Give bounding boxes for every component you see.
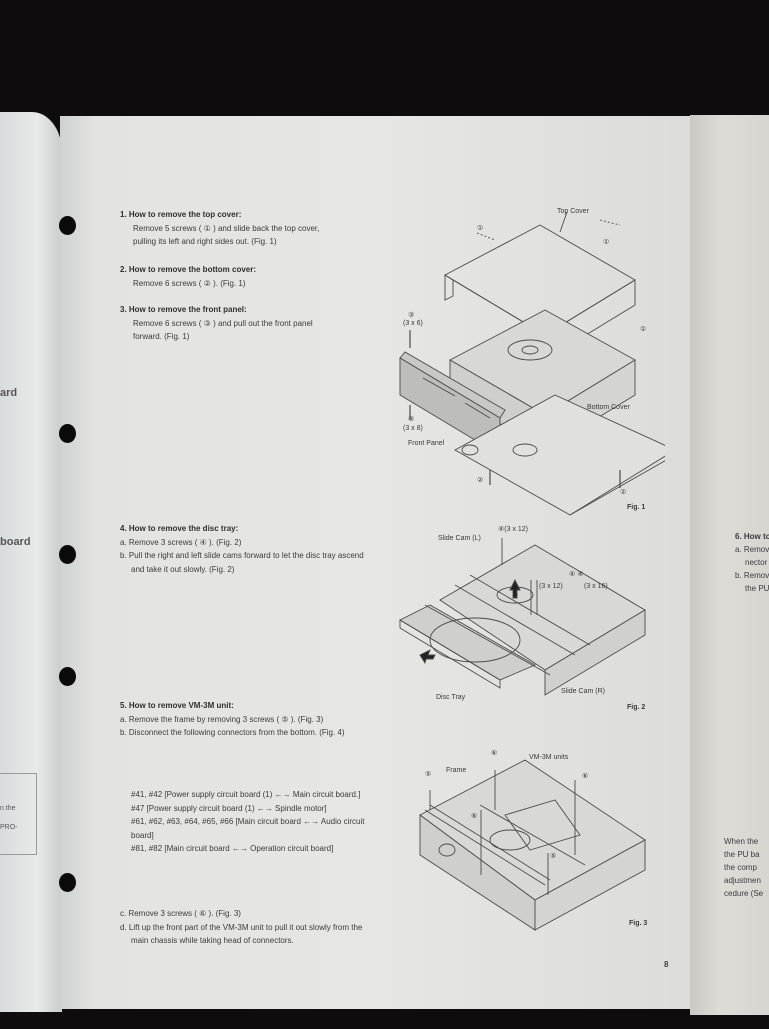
section-heading: 5. How to remove VM-3M unit: bbox=[120, 701, 234, 710]
label-top-cover: Top Cover bbox=[557, 208, 589, 215]
screw-label: ② bbox=[620, 489, 627, 496]
left-page-box-text: PRO- bbox=[0, 824, 18, 831]
section-text: forward. (Fig. 1) bbox=[133, 332, 190, 341]
section-disc-tray: 4. How to remove the disc tray: a. Remov… bbox=[120, 522, 370, 576]
screw-label: ④(3 x 12) bbox=[498, 526, 529, 533]
section-heading: 3. How to remove the front panel: bbox=[120, 305, 247, 314]
section-step: b. Disconnect the following connectors f… bbox=[120, 728, 345, 737]
section-text: Remove 6 screws ( ③ ) and pull out the f… bbox=[133, 318, 313, 328]
label-disc-tray: Disc Tray bbox=[436, 694, 466, 701]
right-note-line: When the bbox=[724, 837, 759, 846]
section-step: b. Pull the right and left slide cams fo… bbox=[120, 551, 364, 574]
section-text: pulling its left and right sides out. (F… bbox=[133, 237, 277, 246]
screw-label: ⑥ bbox=[471, 813, 478, 820]
screw-size-label: (3 x 16) bbox=[584, 583, 608, 590]
screw-label: ④ ④ bbox=[569, 571, 584, 578]
section-bottom-cover: 2. How to remove the bottom cover: Remov… bbox=[120, 263, 382, 290]
section-text: Remove 6 screws ( ② ). (Fig. 1) bbox=[133, 278, 246, 288]
section-top-cover: 1. How to remove the top cover: Remove 5… bbox=[120, 208, 382, 249]
binder-hole bbox=[59, 667, 76, 686]
figure-caption: Fig. 1 bbox=[627, 504, 646, 511]
screw-label: ① bbox=[640, 326, 647, 333]
label-front-panel: Front Panel bbox=[408, 440, 445, 447]
right-line: nector bbox=[745, 558, 768, 567]
section-heading: 2. How to remove the bottom cover: bbox=[120, 265, 257, 274]
label-frame: Frame bbox=[446, 767, 467, 774]
screw-size-label: (3 x 12) bbox=[539, 583, 563, 590]
right-page: 6. How to a. Remov nector b. Remov the P… bbox=[690, 115, 769, 1015]
left-page-box-text: n the bbox=[0, 805, 16, 812]
section-front-panel: 3. How to remove the front panel: Remove… bbox=[120, 303, 382, 344]
connector-list: #41, #42 [Power supply circuit board (1)… bbox=[131, 788, 369, 856]
right-section-heading: 6. How to bbox=[735, 532, 769, 541]
binder-hole bbox=[59, 216, 76, 235]
section-step: d. Lift up the front part of the VM-3M u… bbox=[120, 922, 363, 946]
figure-caption: Fig. 2 bbox=[627, 704, 646, 711]
right-line: the PU bbox=[745, 584, 769, 593]
figure-3: ⑤ Frame ⑥ VM-3M units ⑥ ⑥ ⑤ Fig. 3 bbox=[405, 745, 665, 940]
label-vm3m-units: VM-3M units bbox=[529, 754, 569, 761]
vm3m-unit-diagram-icon bbox=[419, 759, 646, 931]
binder-hole bbox=[59, 424, 76, 443]
label-slide-cam-r: Slide Cam (R) bbox=[561, 688, 605, 695]
connector-item: #41, #42 [Power supply circuit board (1)… bbox=[131, 790, 361, 799]
label-slide-cam-l: Slide Cam (L) bbox=[438, 535, 481, 542]
screw-label: ⑤ bbox=[550, 853, 557, 860]
label-bottom-cover: Bottom Cover bbox=[587, 404, 630, 411]
screw-label: ② bbox=[477, 477, 484, 484]
screw-label: ③ bbox=[408, 312, 415, 319]
left-page-fragment: board bbox=[0, 536, 31, 548]
left-page-box bbox=[0, 773, 37, 855]
section-text: Remove 5 screws ( ① ) and slide back the… bbox=[133, 223, 320, 233]
disc-tray-diagram-icon bbox=[399, 538, 646, 696]
right-note-line: the PU ba bbox=[724, 850, 760, 859]
right-note-line: adjustmen bbox=[724, 876, 761, 885]
right-line: a. Remov bbox=[735, 545, 769, 554]
screw-size-label: (3 x 6) bbox=[403, 320, 423, 327]
screw-label: ① bbox=[477, 225, 484, 232]
screw-label: ⑤ bbox=[425, 771, 432, 778]
section-heading: 4. How to remove the disc tray: bbox=[120, 524, 239, 533]
section-vm3m-continued: c. Remove 3 screws ( ⑥ ). (Fig. 3) d. Li… bbox=[120, 907, 372, 948]
figure-1: Top Cover ① ① ① ③ (3 x 6) ③ (3 x 8) Fron… bbox=[395, 200, 676, 520]
right-line: b. Remov bbox=[735, 571, 769, 580]
section-vm3m: 5. How to remove VM-3M unit: a. Remove t… bbox=[120, 699, 372, 740]
connector-item: #47 [Power supply circuit board (1) ←→ S… bbox=[131, 803, 327, 813]
section-step: a. Remove the frame by removing 3 screws… bbox=[120, 714, 324, 724]
left-page-fragment: ard bbox=[0, 387, 18, 399]
connector-item: #81, #82 [Main circuit board ←→ Operatio… bbox=[131, 844, 334, 853]
screw-label: ⑥ bbox=[582, 773, 589, 780]
right-note-line: the comp bbox=[724, 863, 757, 872]
figure-2: ④(3 x 12) Slide Cam (L) ④ ④ (3 x 12) (3 … bbox=[395, 520, 665, 715]
binder-hole bbox=[59, 873, 76, 892]
page-number: 8 bbox=[664, 960, 669, 969]
screw-label: ③ bbox=[408, 416, 415, 423]
figure-caption: Fig. 3 bbox=[629, 920, 648, 927]
section-step: a. Remove 3 screws ( ④ ). (Fig. 2) bbox=[120, 537, 242, 547]
exploded-view-diagram-icon bbox=[399, 211, 676, 516]
screw-size-label: (3 x 8) bbox=[403, 425, 423, 432]
right-note-line: cedure (Se bbox=[724, 889, 764, 898]
section-heading: 1. How to remove the top cover: bbox=[120, 210, 242, 219]
left-page: ard board bbox=[0, 112, 62, 1012]
screw-label: ① bbox=[603, 239, 610, 246]
section-step: c. Remove 3 screws ( ⑥ ). (Fig. 3) bbox=[120, 909, 241, 918]
screw-label: ⑥ bbox=[491, 750, 498, 757]
connector-item: #61, #62, #63, #64, #65, #66 [Main circu… bbox=[131, 817, 365, 840]
binder-hole bbox=[59, 545, 76, 564]
